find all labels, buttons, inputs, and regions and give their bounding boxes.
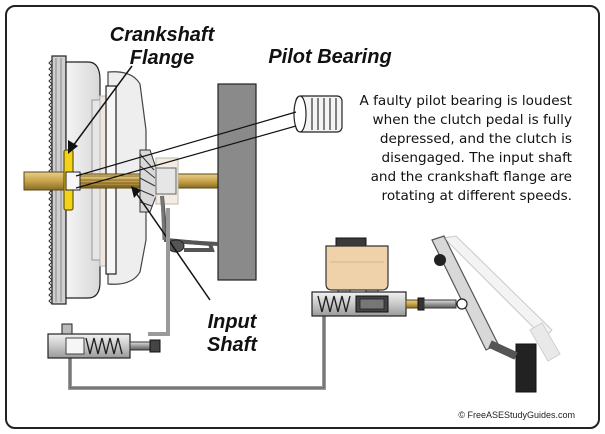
pilot-bearing-label: Pilot Bearing [268, 46, 392, 68]
pilot-bearing-leader [75, 111, 297, 177]
crankshaft-flange-label-line1: Crankshaft [109, 24, 215, 46]
crankshaft-flange-label-line2: Flange [129, 47, 195, 69]
pilot-bearing-detail [293, 95, 343, 133]
input-shaft-label-line2: Shaft [207, 334, 257, 356]
description-line: depressed, and the clutch is [379, 131, 572, 147]
slave-cylinder [47, 323, 161, 359]
description-line: and the crankshaft flange are [370, 169, 572, 185]
clutch-pedal [431, 235, 537, 393]
description-line: when the clutch pedal is fully [372, 112, 573, 128]
input-shaft-label: Input Shaft [192, 311, 272, 357]
release-bearing [139, 149, 179, 213]
input-shaft-leader [133, 189, 211, 301]
transmission-case [217, 83, 257, 281]
copyright-credit: © FreeASEStudyGuides.com [458, 410, 575, 420]
clutch-pedal-released-ghost [442, 235, 561, 362]
description-line: disengaged. The input shaft [381, 150, 573, 166]
pilot-bearing-description: A faulty pilot bearing is loudest when t… [354, 92, 572, 206]
description-line: rotating at different speeds. [381, 188, 572, 204]
master-cylinder [311, 291, 457, 317]
input-shaft-label-line1: Input [207, 311, 257, 333]
description-line: A faulty pilot bearing is loudest [359, 93, 572, 109]
crankshaft-flange-leader [69, 65, 133, 151]
hydraulic-line [148, 208, 170, 336]
master-cylinder-reservoir [325, 237, 389, 299]
crankshaft-flange-label: Crankshaft Flange [92, 24, 232, 70]
